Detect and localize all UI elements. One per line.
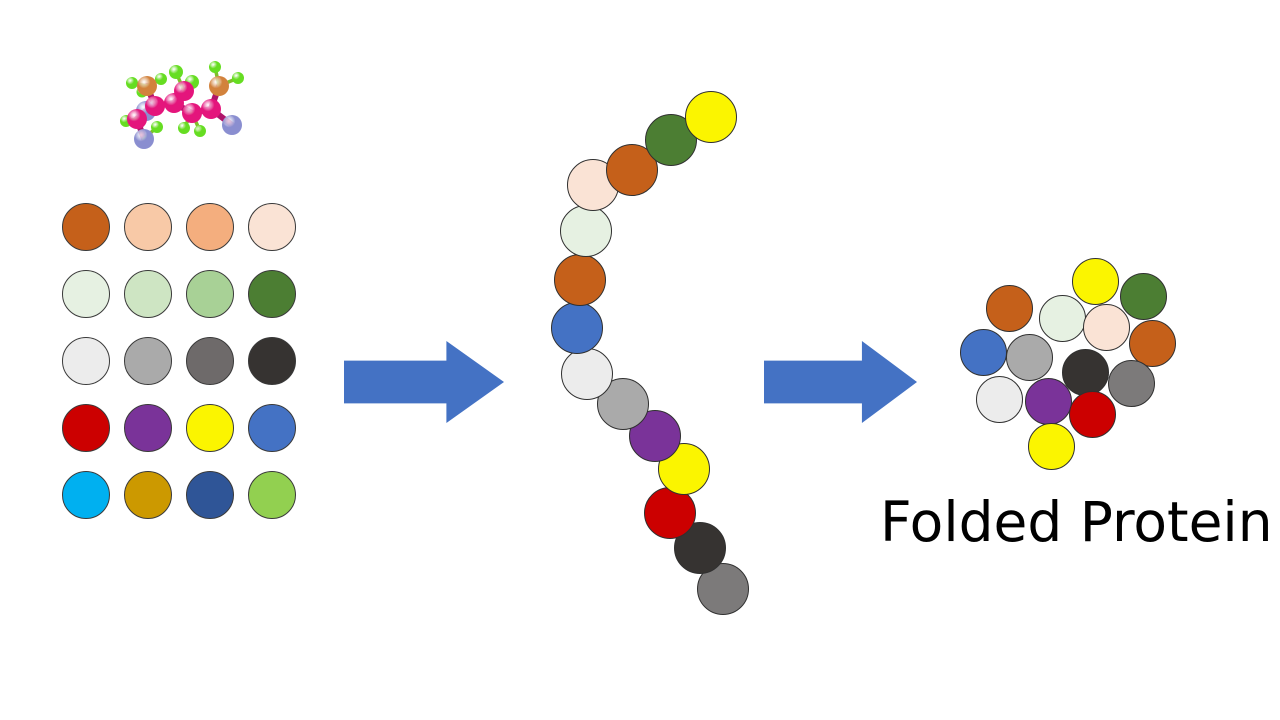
folded-residue-dark-orange[interactable] <box>985 284 1033 332</box>
amino-acid-swatch-red[interactable] <box>62 404 110 452</box>
atom-hydrogen <box>169 65 183 79</box>
amino-acid-swatch-cyan[interactable] <box>62 471 110 519</box>
atom-nitrogen <box>134 129 154 149</box>
folded-protein-label: Folded Protein <box>880 490 1273 554</box>
amino-acid-swatch-dark-blue[interactable] <box>186 471 234 519</box>
amino-acid-swatch-yellow[interactable] <box>186 404 234 452</box>
arrow-sequence-to-chain <box>344 341 504 423</box>
folded-residue-blue[interactable] <box>959 328 1007 376</box>
arrow-chain-to-folded <box>764 341 917 423</box>
amino-acid-swatch-dark-orange[interactable] <box>62 203 110 251</box>
atom-oxygen <box>137 76 157 96</box>
amino-acid-swatch-light-green-bright[interactable] <box>248 471 296 519</box>
chain-residue-pale-green[interactable] <box>560 205 612 257</box>
atom-hydrogen <box>151 121 163 133</box>
atom-carbon <box>182 103 202 123</box>
amino-acid-swatch-medium-gray[interactable] <box>186 337 234 385</box>
amino-acid-swatch-pale-green[interactable] <box>62 270 110 318</box>
atom-carbon <box>127 109 147 129</box>
folded-residue-yellow[interactable] <box>1071 257 1119 305</box>
folded-residue-dark-green[interactable] <box>1119 272 1167 320</box>
folded-residue-near-black[interactable] <box>1061 348 1109 396</box>
chain-residue-yellow[interactable] <box>685 91 737 143</box>
amino-acid-swatch-light-gray[interactable] <box>124 337 172 385</box>
folded-residue-purple[interactable] <box>1024 377 1072 425</box>
folded-residue-pale-green[interactable] <box>1038 294 1086 342</box>
folded-residue-pale-peach[interactable] <box>1082 303 1130 351</box>
folded-residue-red[interactable] <box>1068 390 1116 438</box>
chain-residue-red[interactable] <box>644 487 696 539</box>
amino-acid-swatch-pale-peach[interactable] <box>248 203 296 251</box>
folded-residue-medium-gray[interactable] <box>1107 359 1155 407</box>
atom-hydrogen <box>155 73 167 85</box>
folded-residue-dark-orange[interactable] <box>1128 319 1176 367</box>
amino-acid-swatch-dark-green[interactable] <box>248 270 296 318</box>
folded-residue-yellow[interactable] <box>1027 422 1075 470</box>
chain-residue-dark-orange[interactable] <box>554 254 606 306</box>
amino-acid-swatch-light-peach[interactable] <box>124 203 172 251</box>
atom-hydrogen <box>178 122 190 134</box>
chain-residue-near-white[interactable] <box>561 348 613 400</box>
amino-acid-swatch-peach[interactable] <box>186 203 234 251</box>
atom-carbon <box>174 81 194 101</box>
atom-hydrogen <box>194 125 206 137</box>
amino-acid-swatch-blue[interactable] <box>248 404 296 452</box>
amino-acid-swatch-purple[interactable] <box>124 404 172 452</box>
amino-acid-swatch-medium-green[interactable] <box>186 270 234 318</box>
atom-hydrogen <box>209 61 221 73</box>
atom-hydrogen <box>126 77 138 89</box>
atom-carbon <box>201 99 221 119</box>
atom-hydrogen <box>232 72 244 84</box>
folded-residue-light-gray[interactable] <box>1005 333 1053 381</box>
atom-carbon <box>145 96 165 116</box>
amino-acid-swatch-near-black[interactable] <box>248 337 296 385</box>
atom-oxygen <box>209 76 229 96</box>
folded-residue-near-white[interactable] <box>975 375 1023 423</box>
atom-nitrogen <box>222 115 242 135</box>
amino-acid-swatch-light-green[interactable] <box>124 270 172 318</box>
molecule-atoms <box>120 61 244 149</box>
amino-acid-swatch-near-white[interactable] <box>62 337 110 385</box>
chain-residue-blue[interactable] <box>551 302 603 354</box>
amino-acid-swatch-gold[interactable] <box>124 471 172 519</box>
